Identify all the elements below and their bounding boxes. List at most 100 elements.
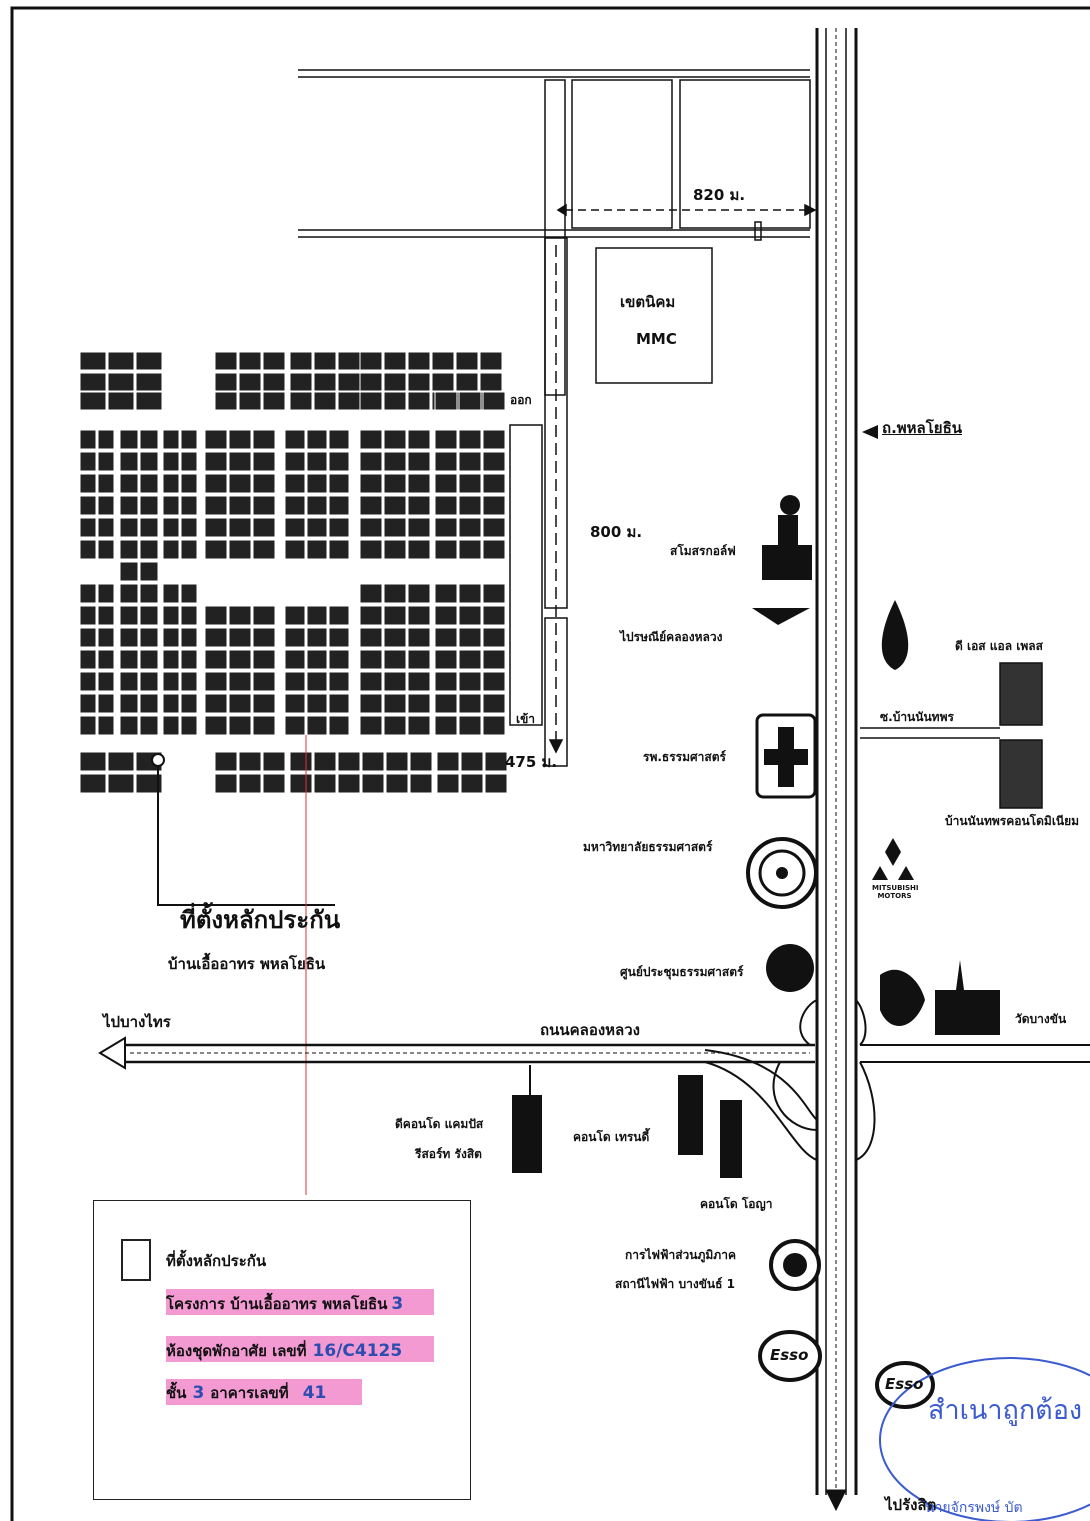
housing-unit: [306, 671, 328, 692]
housing-unit: [139, 583, 159, 604]
housing-unit: [97, 539, 115, 560]
to-bang-sai-label: ไปบางไทร: [103, 1013, 171, 1031]
housing-unit: [97, 473, 115, 494]
housing-unit: [119, 561, 139, 582]
housing-unit: [79, 429, 97, 450]
housing-unit: [284, 429, 306, 450]
housing-unit: [284, 451, 306, 472]
housing-unit: [180, 429, 198, 450]
housing-unit: [383, 671, 407, 692]
housing-unit: [383, 649, 407, 670]
housing-unit: [162, 671, 180, 692]
pea-label-1: การไฟฟ้าส่วนภูมิภาค: [625, 1248, 736, 1262]
housing-unit: [407, 671, 431, 692]
housing-unit: [434, 583, 458, 604]
housing-unit: [119, 649, 139, 670]
housing-unit: [252, 539, 276, 560]
floor-handwritten: 3: [192, 1383, 205, 1403]
housing-unit: [407, 517, 431, 538]
housing-unit: [97, 495, 115, 516]
location-pointer: [157, 762, 335, 906]
location-marker: [151, 753, 165, 767]
housing-unit: [79, 539, 97, 560]
housing-unit: [228, 539, 252, 560]
golf-icon: [762, 495, 812, 580]
housing-unit: [482, 605, 506, 626]
golf-label: สโมสรกอล์ฟ: [670, 544, 736, 558]
housing-unit: [262, 773, 286, 794]
housing-unit: [204, 429, 228, 450]
housing-unit: [204, 693, 228, 714]
housing-unit: [313, 773, 337, 794]
housing-unit: [180, 671, 198, 692]
housing-unit: [306, 429, 328, 450]
housing-unit: [458, 495, 482, 516]
housing-unit: [482, 517, 506, 538]
housing-unit: [383, 517, 407, 538]
housing-unit: [135, 351, 163, 371]
housing-unit: [139, 693, 159, 714]
housing-unit: [482, 391, 506, 411]
housing-unit: [434, 715, 458, 736]
housing-unit: [139, 649, 159, 670]
housing-unit: [407, 372, 431, 392]
housing-unit: [289, 372, 313, 392]
housing-unit: [479, 372, 503, 392]
housing-unit: [359, 539, 383, 560]
housing-unit: [204, 539, 228, 560]
signer-name: นายจักรพงษ์ บัต: [925, 1500, 1023, 1516]
housing-unit: [383, 391, 407, 411]
housing-unit: [97, 715, 115, 736]
housing-unit: [409, 751, 433, 772]
housing-unit: [383, 495, 407, 516]
housing-unit: [119, 539, 139, 560]
housing-unit: [262, 751, 286, 772]
housing-unit: [204, 605, 228, 626]
housing-unit: [306, 605, 328, 626]
university-seal-icon: [746, 837, 818, 909]
housing-unit: [284, 495, 306, 516]
housing-unit: [204, 451, 228, 472]
housing-unit: [139, 517, 159, 538]
dsl-label: ดี เอส แอล เพลส: [955, 639, 1043, 653]
housing-unit: [361, 773, 385, 794]
housing-unit: [482, 693, 506, 714]
housing-unit: [434, 517, 458, 538]
housing-unit: [107, 372, 135, 392]
housing-unit: [204, 649, 228, 670]
housing-unit: [180, 627, 198, 648]
housing-unit: [214, 372, 238, 392]
housing-unit: [407, 391, 431, 411]
condo-trendy-icon: [678, 1075, 742, 1178]
housing-unit: [458, 583, 482, 604]
housing-unit: [383, 693, 407, 714]
housing-unit: [252, 605, 276, 626]
khlong-luang-label: ถนนคลองหลวง: [540, 1021, 640, 1039]
housing-unit: [252, 693, 276, 714]
housing-unit: [79, 649, 97, 670]
condo-trendy-label: คอนโด เทรนดี้: [573, 1130, 650, 1144]
housing-unit: [252, 495, 276, 516]
housing-unit: [284, 605, 306, 626]
housing-unit: [482, 671, 506, 692]
highlight-2: [166, 1336, 434, 1362]
housing-unit: [359, 391, 383, 411]
housing-unit: [97, 517, 115, 538]
housing-unit: [407, 429, 431, 450]
mmc-estate-box: [595, 247, 713, 384]
housing-unit: [252, 473, 276, 494]
housing-unit: [359, 351, 383, 371]
housing-unit: [407, 351, 431, 371]
housing-unit: [434, 693, 458, 714]
housing-unit: [79, 715, 97, 736]
housing-unit: [328, 671, 350, 692]
top-roads: [298, 69, 817, 396]
housing-unit: [313, 751, 337, 772]
housing-unit: [228, 671, 252, 692]
housing-unit: [162, 473, 180, 494]
housing-unit: [139, 539, 159, 560]
housing-unit: [119, 429, 139, 450]
housing-unit: [262, 372, 286, 392]
housing-unit: [328, 649, 350, 670]
housing-unit: [204, 627, 228, 648]
